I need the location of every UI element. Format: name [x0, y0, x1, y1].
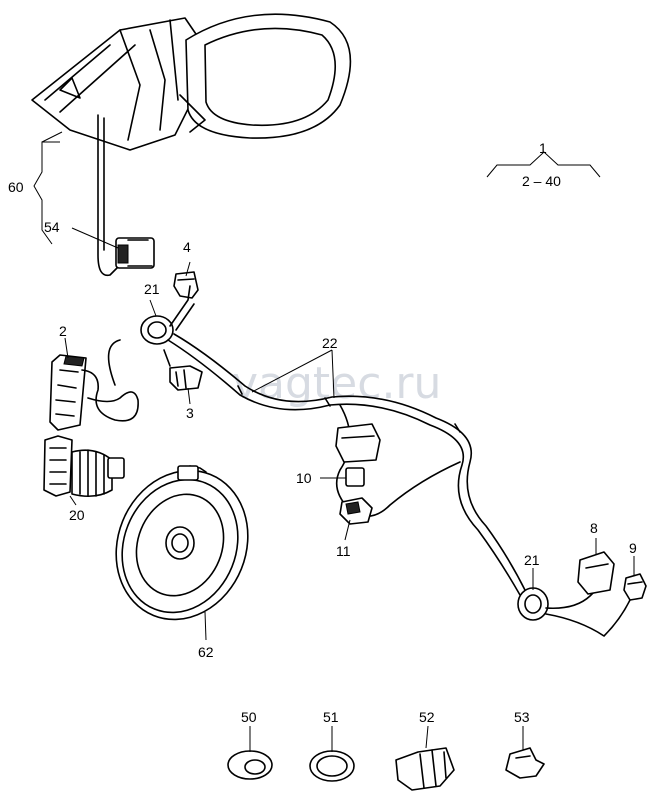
clip-3 — [169, 365, 203, 391]
callout-60: 60 — [8, 179, 24, 195]
callout-21-lower: 21 — [524, 552, 540, 568]
callout-11: 11 — [336, 543, 351, 559]
grommet-21-lower — [517, 587, 549, 621]
connector-54 — [115, 237, 155, 269]
callout-1: 1 — [539, 140, 547, 156]
clip-52 — [395, 747, 455, 791]
callout-9: 9 — [629, 540, 637, 556]
callout-4: 4 — [183, 239, 191, 255]
connector-4 — [173, 271, 199, 299]
boot-20 — [43, 435, 125, 498]
door-mirror — [31, 13, 352, 151]
tweeter-cable — [81, 369, 139, 422]
spacer-50 — [227, 750, 273, 780]
callout-50: 50 — [241, 709, 257, 725]
callout-22: 22 — [322, 335, 338, 351]
callout-10: 10 — [296, 470, 312, 486]
callout-53: 53 — [514, 709, 530, 725]
washer-51 — [309, 750, 355, 782]
callout-54: 54 — [44, 219, 60, 235]
connector-9 — [623, 573, 647, 601]
callout-20: 20 — [69, 507, 85, 523]
connector-11 — [339, 497, 373, 525]
speaker-62 — [115, 465, 249, 621]
tweeter-housing-2 — [49, 354, 87, 431]
callout-8: 8 — [590, 520, 598, 536]
callout-52: 52 — [419, 709, 435, 725]
grommet-21-upper — [140, 315, 174, 345]
connector-8 — [577, 551, 615, 595]
callout-51: 51 — [323, 709, 339, 725]
clip-53 — [505, 747, 545, 779]
callout-2: 2 — [59, 323, 67, 339]
callout-1-range: 2 – 40 — [522, 173, 561, 189]
connector-10 — [335, 423, 381, 487]
wiring-harness-22 — [107, 285, 527, 596]
watermark: vagtec.ru — [232, 358, 441, 409]
leader-lines — [64, 151, 635, 752]
callout-21-upper: 21 — [144, 281, 160, 297]
mirror-cable — [97, 114, 121, 277]
callout-3: 3 — [186, 405, 194, 421]
callout-62: 62 — [198, 644, 214, 660]
